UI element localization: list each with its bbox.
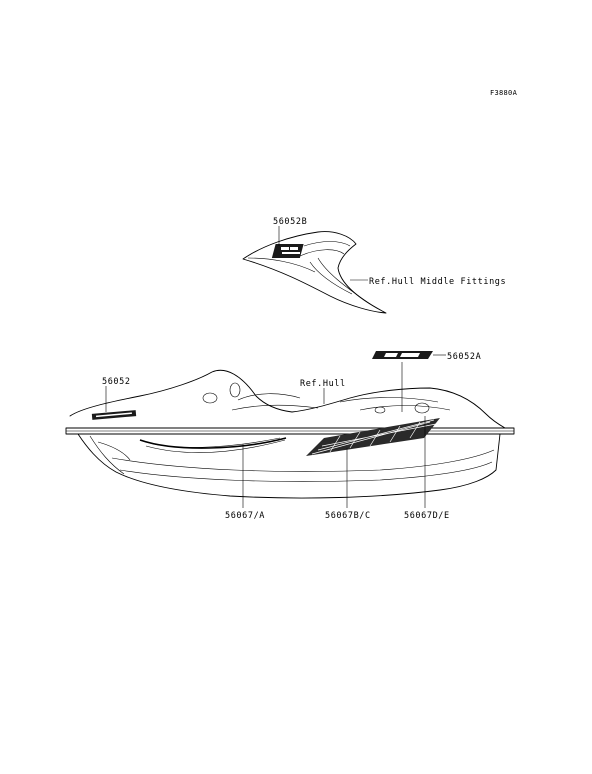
- label-56052b: 56052B: [273, 217, 307, 227]
- label-56052a: 56052A: [447, 352, 481, 362]
- label-56067bc: 56067B/C: [325, 511, 371, 521]
- hull-part: [65, 369, 515, 499]
- label-56067a: 56067/A: [225, 511, 265, 521]
- decal-56067bc-graphic: [306, 418, 440, 456]
- label-56067de: 56067D/E: [404, 511, 450, 521]
- decal-56052b-graphic: [271, 244, 304, 258]
- label-ref-hull: Ref.Hull: [300, 379, 346, 389]
- hull-middle-fitting-part: [242, 231, 387, 314]
- figure-code: F3880A: [490, 89, 518, 97]
- decal-56052-graphic: [91, 410, 137, 420]
- decal-56052a-graphic: [372, 351, 433, 359]
- decal-56067a-graphic: [139, 437, 287, 449]
- label-ref-hull-middle-fittings: Ref.Hull Middle Fittings: [369, 277, 506, 287]
- label-56052: 56052: [102, 377, 131, 387]
